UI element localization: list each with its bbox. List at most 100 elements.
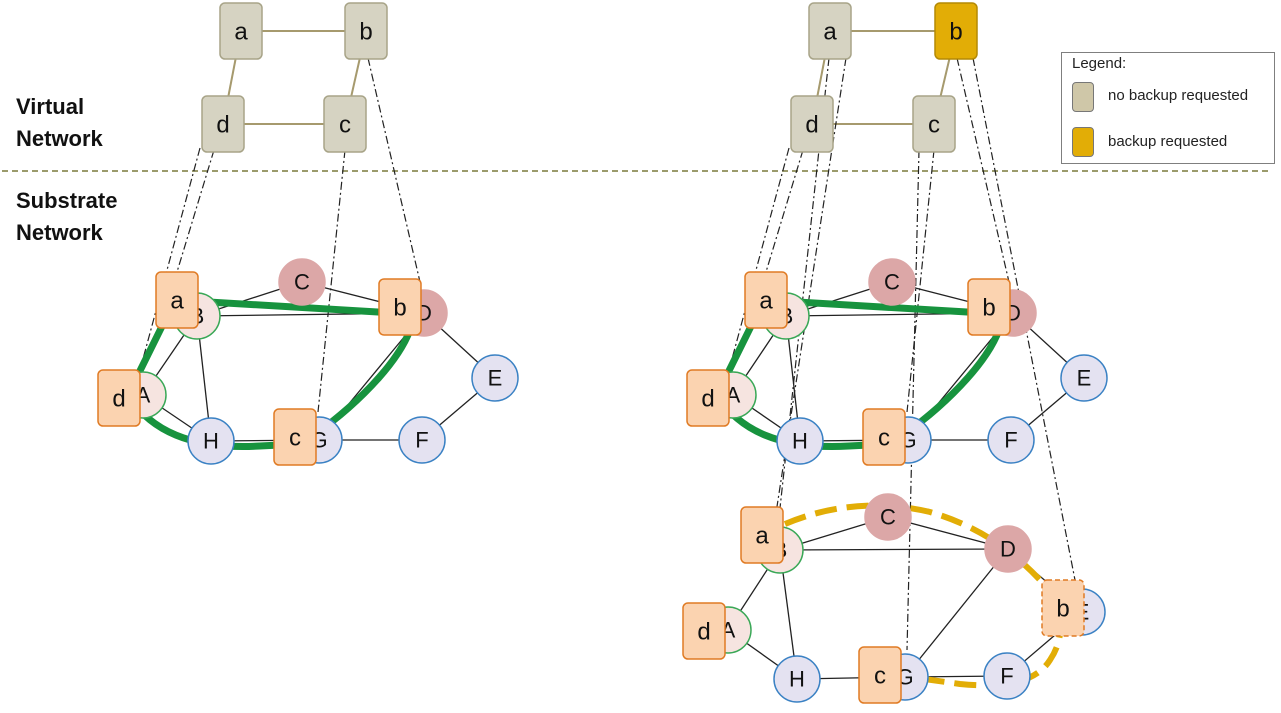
mapped2-c-shape: [862, 408, 906, 466]
vnet1-node-a-shape: [219, 2, 263, 60]
snet2-node-C-shape: [868, 258, 916, 306]
substrate-network-label-line2: Network: [16, 220, 103, 245]
snet1-node-C-label: C: [294, 270, 310, 295]
snet2-node-C-label: C: [884, 270, 900, 295]
snet1-node-E-shape: [471, 354, 519, 402]
snet1-node-F-shape: [398, 416, 446, 464]
vnet2-node-d: d: [790, 95, 834, 153]
mapped1-d-label: d: [112, 385, 125, 412]
mapped2-c-label: c: [878, 424, 890, 451]
vnet1-node-b-shape: [344, 2, 388, 60]
vnet2-node-a-shape: [808, 2, 852, 60]
snet1-node-E: E: [471, 354, 519, 402]
map2-c-backup: [906, 149, 920, 651]
snet2-node-F-shape: [987, 416, 1035, 464]
mapped3-b-label: b: [1056, 595, 1069, 622]
mapped1-c-shape: [273, 408, 317, 466]
vnet1-node-b: b: [344, 2, 388, 60]
legend-label-no-backup: no backup requested: [1108, 87, 1249, 104]
map1-c: [317, 149, 346, 413]
snet2-node-E-label: E: [1077, 366, 1092, 391]
mapped2-b: b: [967, 278, 1011, 336]
snet2-node-H-label: H: [792, 429, 808, 454]
legend: Legend: no backup requested backup reque…: [1061, 52, 1275, 164]
mapped1-a: a: [155, 271, 199, 329]
virtual-network-label-line1: Virtual: [16, 94, 85, 119]
snet1-node-F-label: F: [415, 428, 428, 453]
vnet1-node-d-shape: [201, 95, 245, 153]
mapped3-b-shape: [1041, 579, 1085, 637]
snet1-node-H-label: H: [203, 429, 219, 454]
path-layer: [124, 296, 1064, 689]
mapped2-c: c: [862, 408, 906, 466]
mapped1-d-shape: [97, 369, 141, 427]
snet2-node-E-shape: [1060, 354, 1108, 402]
vnet1-node-a-label: a: [234, 18, 248, 45]
vnet1-node-a: a: [219, 2, 263, 60]
mapped2-a-label: a: [759, 287, 773, 314]
mapped2-b-label: b: [982, 294, 995, 321]
substrate-network-label-line1: Substrate: [16, 188, 118, 213]
snet3-node-D-shape: [984, 525, 1032, 573]
vnet2-node-d-label: d: [805, 111, 818, 138]
mapped2-d-label: d: [701, 385, 714, 412]
vnet1-node-c-label: c: [339, 111, 351, 138]
vnet2-node-c-label: c: [928, 111, 940, 138]
snet2-node-C: C: [868, 258, 916, 306]
substrate-network-label: Substrate Network: [16, 185, 117, 249]
snet3-edge-GD: [904, 548, 1009, 678]
legend-label-backup: backup requested: [1108, 133, 1228, 150]
mapped2-a: a: [744, 271, 788, 329]
node-layer: CBDAEHGFabdcabdcCBDAEHGFCBDEAHGFabdcabdc…: [97, 2, 1108, 704]
vnet2-node-a: a: [808, 2, 852, 60]
vnet1-node-c: c: [323, 95, 367, 153]
snet3-node-C-label: C: [880, 505, 896, 530]
snet2-node-H-shape: [776, 417, 824, 465]
vnet1-node-c-shape: [323, 95, 367, 153]
mapped3-c-shape: [858, 646, 902, 704]
mapped2-d: d: [686, 369, 730, 427]
snet3-node-H-label: H: [789, 667, 805, 692]
mapped3-c-label: c: [874, 662, 886, 689]
vnet1-node-d-label: d: [216, 111, 229, 138]
mapped3-b: b: [1041, 579, 1085, 637]
mapped3-a-shape: [740, 506, 784, 564]
vnet2-node-c: c: [912, 95, 956, 153]
vnet1-node-b-label: b: [359, 18, 372, 45]
mapped1-c: c: [273, 408, 317, 466]
snet3-edge-BD: [779, 548, 1009, 551]
mapped3-a-label: a: [755, 522, 769, 549]
snet3-node-H: H: [773, 655, 821, 703]
snet3-node-C-shape: [864, 493, 912, 541]
vnet2-node-b: b: [934, 2, 978, 60]
snet3-node-H-shape: [773, 655, 821, 703]
vnet1-node-d: d: [201, 95, 245, 153]
map2-b: [956, 57, 1010, 283]
mapped1-b-shape: [378, 278, 422, 336]
vnet2-node-a-label: a: [823, 18, 837, 45]
snet2-node-E: E: [1060, 354, 1108, 402]
mapped3-d: d: [682, 602, 726, 660]
mapped3-d-label: d: [697, 618, 710, 645]
virtual-network-label-line2: Network: [16, 126, 103, 151]
virtual-network-label: Virtual Network: [16, 91, 103, 155]
mapped3-a: a: [740, 506, 784, 564]
snet3-node-D-label: D: [1000, 537, 1016, 562]
legend-swatch-backup: [1072, 127, 1094, 157]
legend-swatch-no-backup: [1072, 82, 1094, 112]
mapped1-a-shape: [155, 271, 199, 329]
snet3-node-F-shape: [983, 652, 1031, 700]
map2-a: [765, 149, 804, 273]
map1-d: [139, 147, 201, 371]
mapped1-b-label: b: [393, 294, 406, 321]
snet2-node-F-label: F: [1004, 428, 1017, 453]
vnet2-node-d-shape: [790, 95, 834, 153]
snet1-node-H-shape: [187, 417, 235, 465]
mapped1-c-label: c: [289, 424, 301, 451]
mapped1-b: b: [378, 278, 422, 336]
vnet2-node-c-shape: [912, 95, 956, 153]
snet1-node-C: C: [278, 258, 326, 306]
snet2-node-H: H: [776, 417, 824, 465]
mapped2-d-shape: [686, 369, 730, 427]
